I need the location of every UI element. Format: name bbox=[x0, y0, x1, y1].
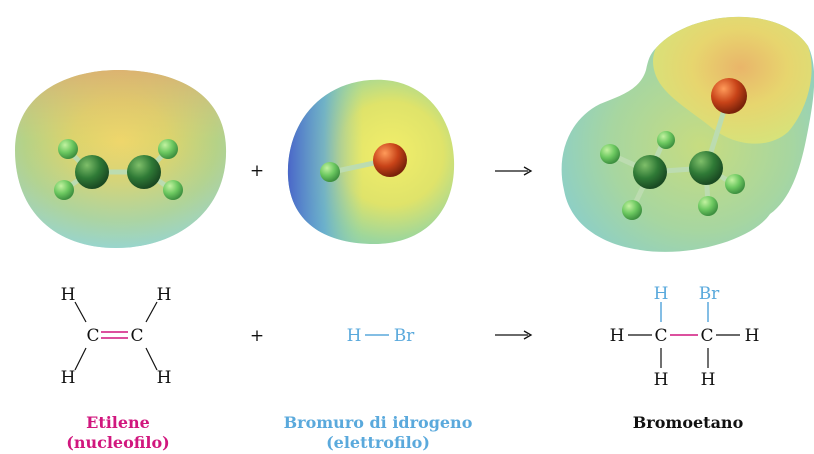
bromoethane-atom-h: H bbox=[745, 326, 760, 346]
hbr-formula: H Br bbox=[347, 326, 416, 346]
ethylene-role: (nucleofilo) bbox=[66, 433, 169, 452]
hbr-name: Bromuro di idrogeno bbox=[284, 413, 473, 432]
ethylene-atom-h: H bbox=[61, 285, 76, 305]
bromoethane-atom-h: H bbox=[610, 326, 625, 346]
ethylene-formula: H H H H C C bbox=[61, 285, 172, 388]
hbr-map-icon bbox=[287, 79, 455, 244]
bromoethane-atom-h: H bbox=[654, 370, 669, 390]
bromoethane-name: Bromoetano bbox=[633, 413, 744, 432]
bromoethane-atom-h: H bbox=[701, 370, 716, 390]
bromoethane-atom-br: Br bbox=[699, 284, 720, 304]
plus-sign-bottom: + bbox=[250, 326, 264, 346]
reaction-arrow-bottom-icon bbox=[495, 330, 533, 340]
hbr-atom-h: H bbox=[347, 326, 362, 346]
ethylene-atom-c: C bbox=[86, 326, 99, 346]
bromoethane-atom-c: C bbox=[700, 326, 713, 346]
hbr-role: (elettrofilo) bbox=[326, 433, 430, 452]
ethylene-atom-h: H bbox=[61, 368, 76, 388]
ethylene-atom-h: H bbox=[157, 368, 172, 388]
ethylene-name: Etilene bbox=[86, 413, 150, 432]
ethylene-atom-h: H bbox=[157, 285, 172, 305]
reaction-arrow-top-icon bbox=[495, 166, 533, 176]
bromoethane-formula: H C C H H Br H H bbox=[610, 284, 760, 390]
ethylene-map-icon bbox=[15, 70, 227, 248]
bromoethane-map-icon bbox=[561, 16, 814, 252]
ethylene-atom-c: C bbox=[130, 326, 143, 346]
bromoethane-atom-c: C bbox=[654, 326, 667, 346]
plus-sign-top: + bbox=[250, 161, 264, 181]
hbr-atom-br: Br bbox=[394, 326, 415, 346]
bromoethane-atom-h: H bbox=[654, 284, 669, 304]
